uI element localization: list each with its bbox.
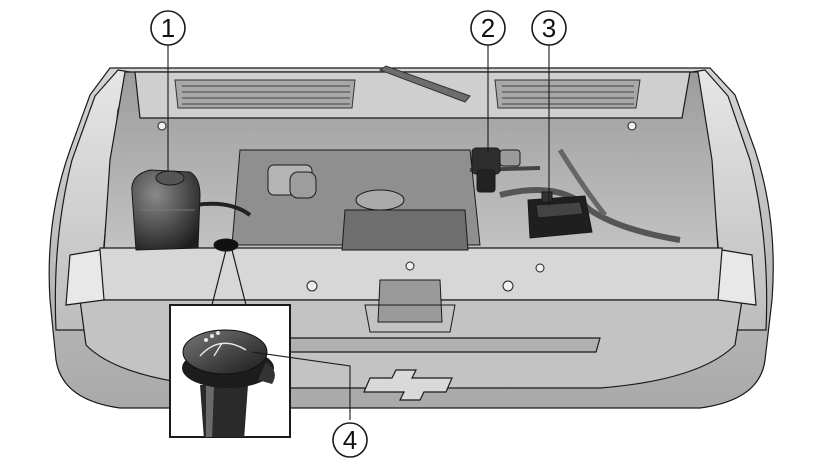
- wiper-arm: [378, 65, 471, 103]
- bowtie-emblem-icon: [363, 369, 453, 401]
- washer-fluid-cap-icon: [182, 329, 268, 375]
- fuse-block: [527, 191, 593, 239]
- engine-components: [131, 121, 681, 333]
- hose: [194, 201, 252, 217]
- callout-3: 3: [531, 10, 567, 46]
- leader-line-4: [251, 351, 351, 420]
- coolant-reservoir: [131, 169, 201, 251]
- washer-cap-location: [213, 238, 239, 252]
- washer-symbol-icon: [199, 331, 247, 357]
- callout-2: 2: [470, 10, 506, 46]
- callout-1: 1: [150, 10, 186, 46]
- engine-cover: [341, 209, 469, 251]
- callout-4-label: 4: [343, 425, 357, 455]
- hood-latch: [377, 279, 443, 323]
- cowl-vents: [174, 65, 641, 109]
- left-headlamp: [65, 249, 105, 306]
- callout-3-label: 3: [542, 13, 556, 43]
- callout-1-label: 1: [161, 13, 175, 43]
- callout-2-label: 2: [481, 13, 495, 43]
- leader-lines: [167, 44, 550, 420]
- brake-fluid-reservoir: [471, 147, 521, 193]
- washer-cap-inset: [169, 249, 291, 438]
- coolant-cap: [155, 170, 185, 186]
- right-headlamp: [717, 249, 757, 306]
- callout-4: 4: [332, 422, 368, 458]
